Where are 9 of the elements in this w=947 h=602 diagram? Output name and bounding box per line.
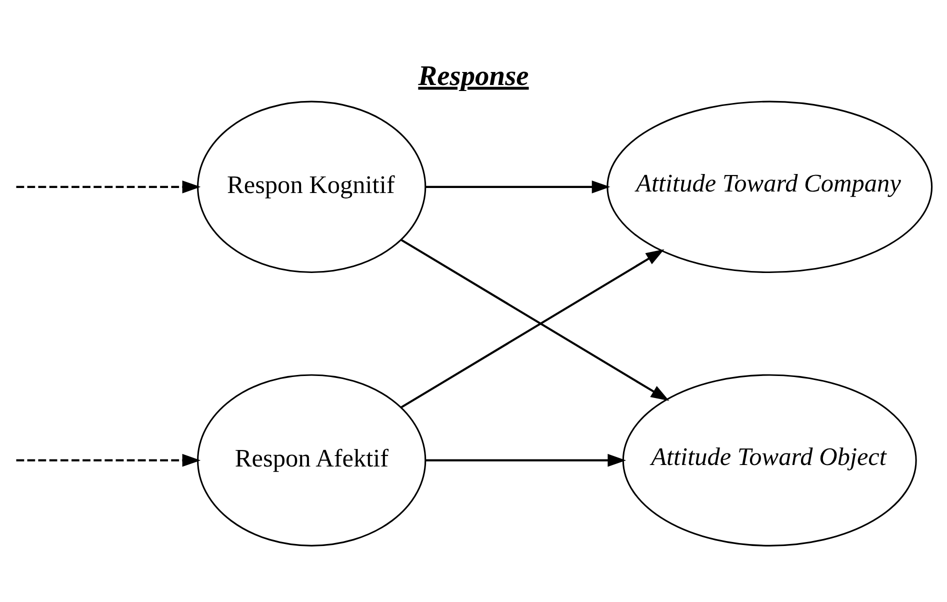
arrow — [16, 453, 201, 466]
node-ellipse: Respon Kognitif — [197, 100, 426, 273]
node-ellipse: Respon Afektif — [197, 374, 426, 546]
arrow — [426, 180, 610, 193]
node-ellipse: Attitude Toward Company — [606, 100, 933, 273]
diagram-title: Response — [418, 60, 529, 92]
node-ellipse: Attitude Toward Object — [622, 374, 917, 546]
arrow — [16, 180, 201, 193]
arrow — [426, 453, 626, 466]
